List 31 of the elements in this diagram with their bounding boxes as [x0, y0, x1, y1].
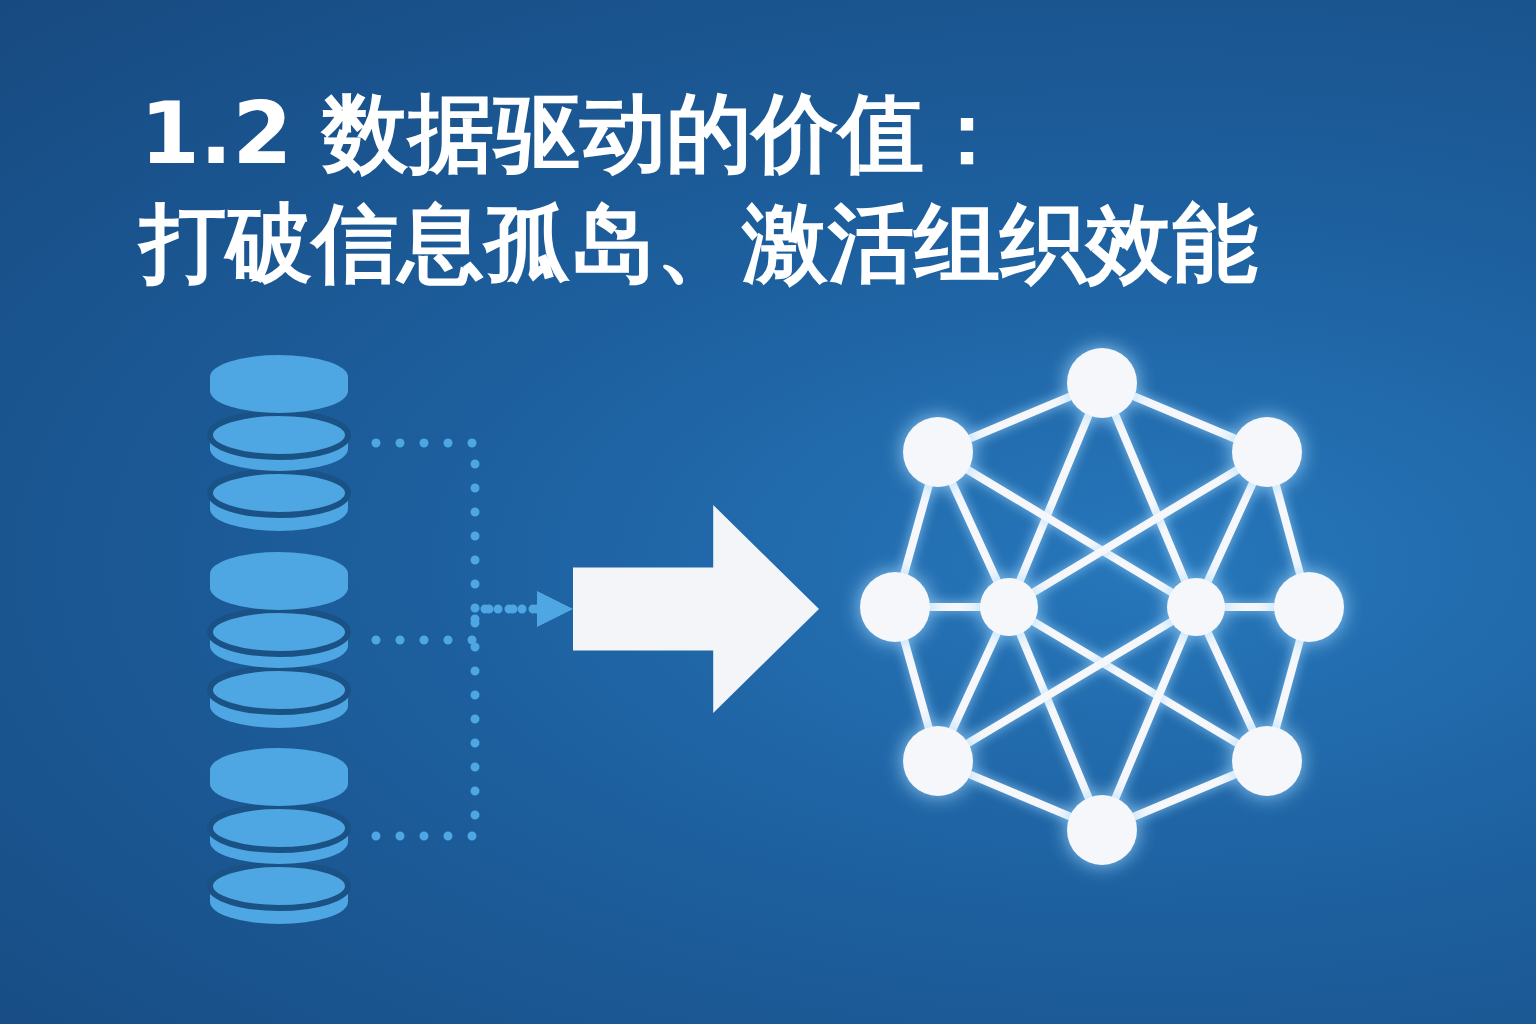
- network-node: [1067, 795, 1137, 865]
- connector-line: [1029, 466, 1241, 597]
- network-node: [1167, 578, 1225, 636]
- connector-line: [1130, 770, 1239, 821]
- connector-line: [1111, 411, 1189, 585]
- connector-line: [1111, 629, 1189, 802]
- connector-line: [948, 629, 1001, 734]
- network-node: [1232, 417, 1302, 487]
- connector-line: [1130, 392, 1239, 443]
- connector-line: [964, 466, 1176, 597]
- connector-line: [1016, 629, 1093, 802]
- network-node: [903, 417, 973, 487]
- connector-line: [1204, 479, 1257, 585]
- network-node: [903, 726, 973, 796]
- network-node: [860, 572, 930, 642]
- network-node: [980, 578, 1038, 636]
- connector-line: [966, 770, 1074, 821]
- connector-line: [964, 617, 1176, 748]
- database-cylinder: [210, 748, 348, 924]
- network-node: [1274, 572, 1344, 642]
- connector-line: [1016, 411, 1093, 585]
- network-node: [1067, 348, 1137, 418]
- dotted-arrow: [371, 591, 574, 841]
- connector-line: [1204, 629, 1257, 734]
- database-cylinder: [210, 355, 348, 531]
- connector-line: [1029, 617, 1241, 748]
- database-cylinder: [210, 552, 348, 728]
- block-arrow: [573, 505, 819, 713]
- network-node: [1232, 726, 1302, 796]
- connector-line: [966, 392, 1074, 443]
- connector-line: [948, 479, 1001, 585]
